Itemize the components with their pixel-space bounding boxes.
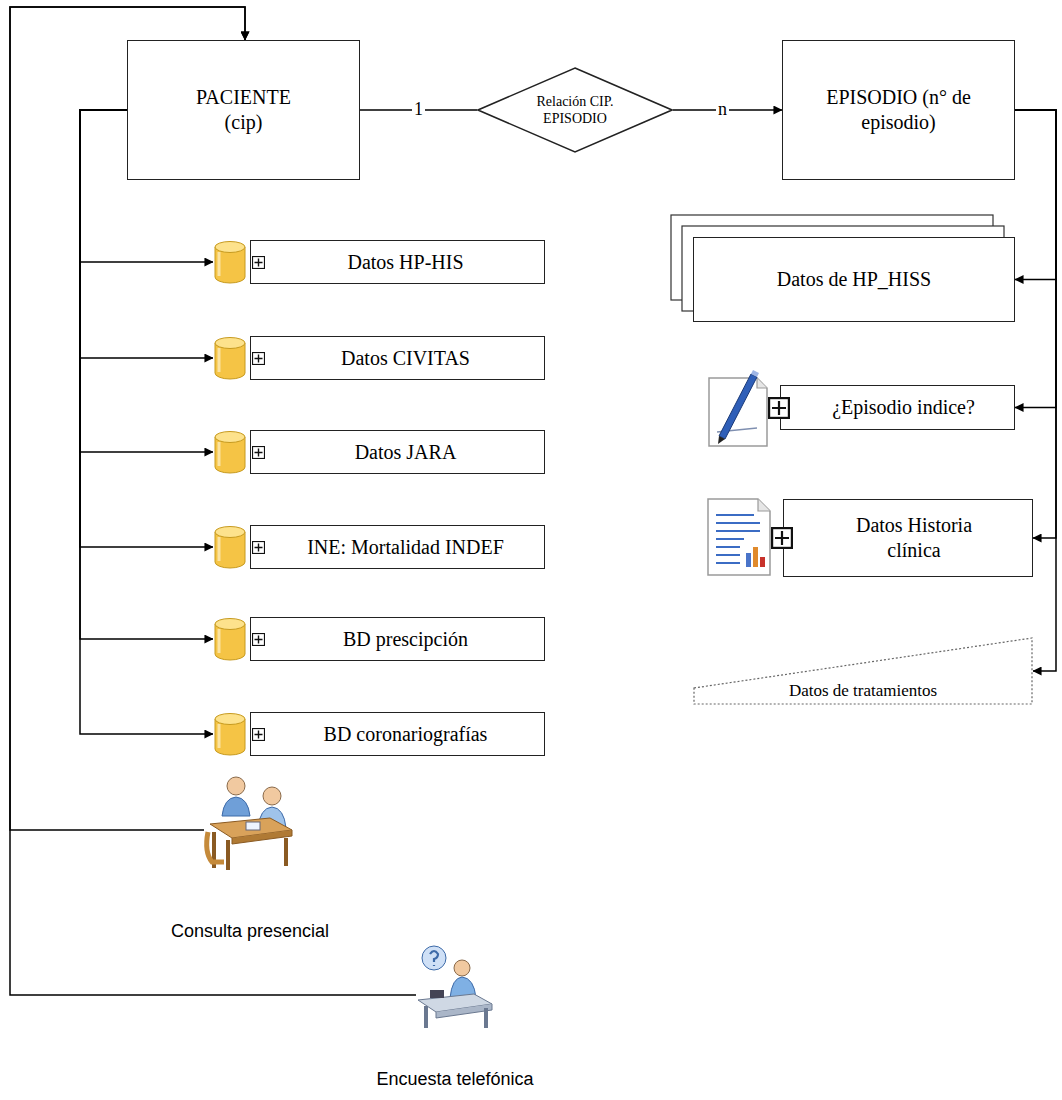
- expand-symbol: [252, 633, 265, 646]
- relation-cardinality: n: [716, 100, 729, 120]
- node-text: EPISODIO (n° de episodio): [824, 85, 974, 135]
- connector-line: [1015, 110, 1056, 538]
- database-box: INE: Mortalidad INDEF: [213, 525, 545, 569]
- database-box: Datos HP-HIS: [213, 240, 545, 284]
- data-box: BD coronariografías: [250, 712, 545, 756]
- process-box: ¿Episodio indice?: [705, 370, 1015, 450]
- database-icon-graphic: [213, 336, 247, 380]
- database-box: Datos JARA: [213, 430, 545, 474]
- database-icon: [213, 430, 247, 474]
- expand-symbol-graphic: [771, 527, 793, 549]
- connector-line: [1015, 110, 1056, 280]
- expand-symbol-graphic: [252, 256, 265, 269]
- data-box: Datos JARA: [250, 430, 545, 474]
- actor-icon: Consulta presencial: [140, 772, 360, 942]
- actor-illustration-graphic: [412, 944, 498, 1030]
- node-text: Datos Historia clínica: [839, 513, 989, 563]
- process-box: Datos de HP_HISS: [693, 237, 1015, 322]
- node-text: ¿Episodio indice?: [832, 395, 975, 420]
- connector-line: [80, 110, 213, 734]
- expand-symbol-graphic: [252, 633, 265, 646]
- connector-line: [80, 110, 213, 639]
- node-text: Encuesta telefónica: [376, 1068, 533, 1091]
- node-text: Datos JARA: [355, 440, 457, 465]
- expand-symbol-graphic: [252, 446, 265, 459]
- expand-symbol: [768, 397, 790, 419]
- decision-diamond: Relación CIP. EPISODIO: [477, 67, 673, 153]
- expand-symbol: [252, 256, 265, 269]
- database-icon: [213, 525, 247, 569]
- data-box: ¿Episodio indice?: [780, 385, 1015, 430]
- process-box: Datos de tratamientos: [693, 637, 1033, 705]
- expand-symbol-graphic: [252, 728, 265, 741]
- document-icon: [705, 370, 775, 450]
- data-box: Datos CIVITAS: [250, 336, 545, 380]
- node-text: Relación CIP. EPISODIO: [525, 93, 625, 128]
- node-text: Datos CIVITAS: [341, 346, 470, 371]
- database-icon: [213, 240, 247, 284]
- connector-line: [1015, 110, 1056, 671]
- connector-line: [10, 7, 416, 995]
- actor-illustration-graphic: [200, 772, 300, 872]
- database-icon: [213, 336, 247, 380]
- database-box: BD coronariografías: [213, 712, 545, 756]
- database-box: BD prescipción: [213, 617, 545, 661]
- data-box: Datos HP-HIS: [250, 240, 545, 284]
- database-icon-graphic: [213, 430, 247, 474]
- process-box: EPISODIO (n° de episodio): [782, 40, 1015, 180]
- node-text: Datos de HP_HISS: [777, 267, 931, 292]
- node-text: BD coronariografías: [324, 722, 488, 747]
- database-icon-graphic: [213, 617, 247, 661]
- relation-cardinality: 1: [412, 100, 425, 120]
- expand-symbol: [252, 541, 265, 554]
- data-box: INE: Mortalidad INDEF: [250, 525, 545, 569]
- node-text: Datos HP-HIS: [347, 250, 463, 275]
- actor-icon: Encuesta telefónica: [340, 944, 570, 1090]
- database-icon: [213, 712, 247, 756]
- database-icon-graphic: [213, 525, 247, 569]
- document-icon: [704, 495, 776, 579]
- node-text: INE: Mortalidad INDEF: [307, 535, 504, 560]
- database-icon: [213, 617, 247, 661]
- node-text: Consulta presencial: [171, 920, 329, 943]
- document-icon-graphic: [704, 495, 776, 579]
- diamond-outline: [477, 67, 673, 153]
- expand-symbol: [771, 527, 793, 549]
- expand-symbol-graphic: [252, 541, 265, 554]
- database-box: Datos CIVITAS: [213, 336, 545, 380]
- actor-illustration: [200, 772, 300, 872]
- expand-symbol-graphic: [768, 397, 790, 419]
- database-icon-graphic: [213, 240, 247, 284]
- document-icon-graphic: [705, 370, 775, 450]
- connector-line: [1015, 110, 1056, 408]
- expand-symbol-graphic: [252, 352, 265, 365]
- node-text: BD prescipción: [343, 627, 468, 652]
- node-text: Datos de tratamientos: [789, 680, 937, 701]
- expand-symbol: [252, 728, 265, 741]
- process-box: PACIENTE (cip): [127, 40, 360, 180]
- actor-illustration: [412, 944, 498, 1030]
- expand-symbol: [252, 446, 265, 459]
- expand-symbol: [252, 352, 265, 365]
- data-box: Datos Historia clínica: [783, 499, 1033, 577]
- process-box: Datos Historia clínica: [704, 495, 1033, 581]
- node-text: PACIENTE (cip): [196, 85, 291, 135]
- data-box: BD prescipción: [250, 617, 545, 661]
- database-icon-graphic: [213, 712, 247, 756]
